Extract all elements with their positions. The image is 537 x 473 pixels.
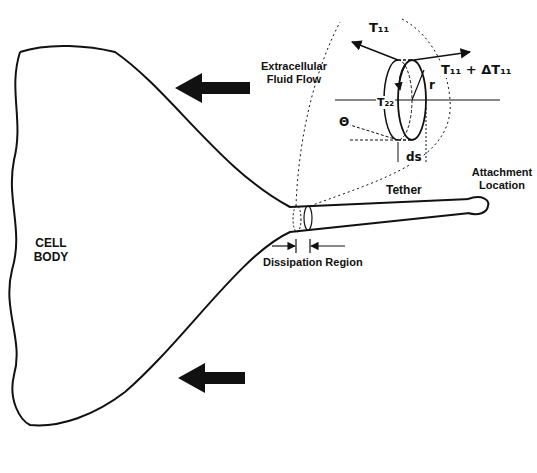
tension-label: T₁₁	[368, 20, 390, 36]
flow-label: Extracellular Fluid Flow	[254, 60, 334, 86]
flow-arrow	[178, 363, 245, 393]
cell-outline	[9, 52, 470, 425]
cell-body-label: CELL BODY	[26, 236, 76, 265]
radius-label: r	[428, 78, 436, 92]
region-label: Dissipation Region	[262, 256, 364, 269]
inset-cylinder	[335, 42, 500, 162]
flow-arrow	[175, 73, 250, 103]
tension-label: T₂₂	[376, 96, 395, 109]
dissipation-ring	[304, 206, 312, 230]
dimension-bracket	[272, 239, 345, 253]
attachment-knob	[468, 197, 488, 214]
magnify-line	[296, 22, 340, 206]
length-label: ds	[405, 150, 423, 164]
cell-outline	[20, 46, 470, 207]
magnify-line	[310, 18, 450, 206]
angle-label: Θ	[338, 115, 350, 129]
tension-label: T₁₁ + ΔT₁₁	[440, 62, 513, 78]
dissipation-ring	[293, 206, 301, 232]
attachment-label: Attachment Location	[471, 166, 533, 192]
tether-label: Tether	[385, 183, 423, 197]
